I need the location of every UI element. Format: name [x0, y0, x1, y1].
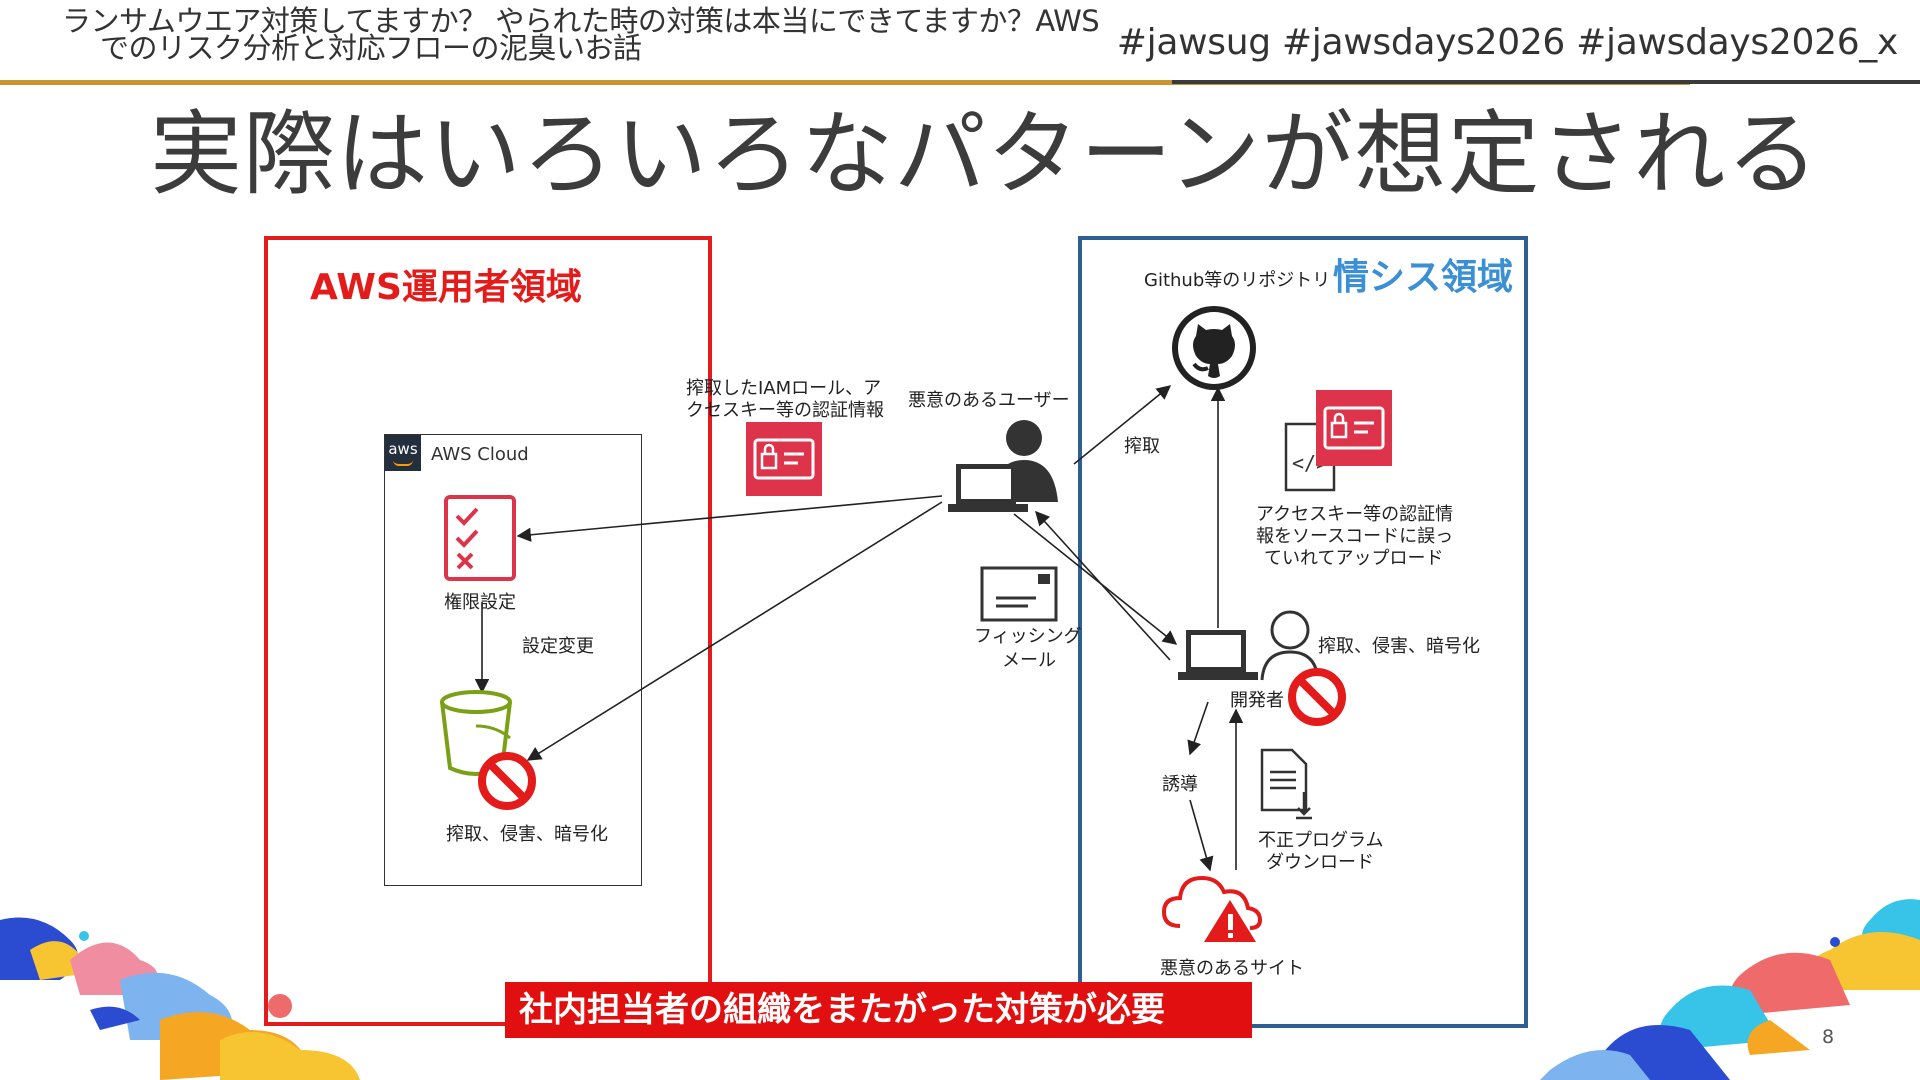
arrow-developer-to-user — [1035, 510, 1171, 661]
header-title-line1: ランサムウエア対策してますか？ やられた時の対策は本当にできてますか？AWS — [62, 4, 1100, 38]
developer-prohibited-icon — [1288, 668, 1346, 726]
conclusion-banner: 社内担当者の組織をまたがった対策が必要 — [505, 982, 1252, 1038]
header-title-line2: でのリスク分析と対応フローの泥臭いお話 — [100, 31, 642, 65]
arrow-user-to-developer — [1013, 513, 1178, 645]
arrow-lure-to-site — [1189, 799, 1214, 872]
download-label-line2: ダウンロード — [1266, 852, 1374, 873]
decor-dot — [268, 994, 292, 1018]
repo-label: Github等のリポジトリ — [1144, 270, 1331, 291]
arrow-user-to-bucket — [526, 501, 943, 761]
permission-label: 権限設定 — [444, 592, 516, 613]
lure-label: 誘導 — [1162, 774, 1198, 795]
decorative-clouds-right — [1540, 899, 1920, 1080]
header-title: ランサムウエア対策してますか？ やられた時の対策は本当にできてますか？AWS で… — [62, 4, 1172, 65]
download-label-line1: 不正プログラム — [1258, 830, 1384, 851]
malicious-site-label: 悪意のあるサイト — [1160, 958, 1304, 979]
page-number: 8 — [1822, 1026, 1835, 1048]
upload-label-line2: 報をソースコードに誤っ — [1256, 526, 1454, 547]
aws-cloud-label: AWS Cloud — [431, 444, 529, 465]
header-rule-gold — [0, 80, 1690, 85]
phishing-label-line2: メール — [1002, 650, 1056, 671]
slide-title: 実際はいろいろなパターンが想定される — [150, 101, 1820, 208]
phishing-mail-icon — [980, 566, 1058, 622]
info-sys-region — [1078, 236, 1528, 1028]
credentials-label-line1: 搾取したIAMロール、ア — [686, 378, 882, 399]
credential-card-icon-2 — [1316, 390, 1392, 466]
aws-operator-region — [264, 236, 712, 1026]
credentials-label-line2: クセスキー等の認証情報 — [686, 400, 884, 421]
arrow-user-to-permission — [516, 495, 943, 542]
exploit-label: 搾取 — [1124, 436, 1160, 457]
arrow-user-to-github — [1073, 385, 1172, 465]
aws-logo-icon: aws — [385, 435, 421, 471]
aws-cloud-group — [384, 434, 642, 886]
config-change-label: 設定変更 — [522, 636, 594, 657]
malware-download-icon — [1260, 748, 1312, 820]
upload-label-line1: アクセスキー等の認証情 — [1256, 504, 1454, 525]
malicious-user-label: 悪意のあるユーザー — [908, 390, 1070, 411]
developer-icon — [1178, 610, 1320, 681]
info-sys-region-label: 情シス領域 — [1333, 257, 1514, 298]
aws-operator-region-label: AWS運用者領域 — [310, 267, 582, 308]
upload-label-line3: ていれてアップロード — [1264, 548, 1444, 569]
checklist-icon — [444, 495, 516, 581]
prohibited-icon — [478, 752, 536, 810]
malicious-site-cloud-icon — [1161, 875, 1263, 942]
decorative-clouds-left — [0, 917, 360, 1080]
github-icon — [1172, 306, 1256, 390]
developer-attack-label: 搾取、侵害、暗号化 — [1318, 636, 1480, 657]
bucket-attack-label: 搾取、侵害、暗号化 — [446, 824, 608, 845]
malicious-user-icon — [948, 420, 1058, 512]
header-rule-dark — [1172, 80, 1920, 84]
phishing-label-line1: フィッシング — [974, 626, 1082, 647]
developer-label: 開発者 — [1230, 690, 1284, 711]
credential-card-icon — [746, 422, 822, 496]
arrow-dev-to-lure — [1187, 701, 1209, 756]
header-hashtags: #jawsug #jawsdays2026 #jawsdays2026_x — [1116, 22, 1899, 63]
